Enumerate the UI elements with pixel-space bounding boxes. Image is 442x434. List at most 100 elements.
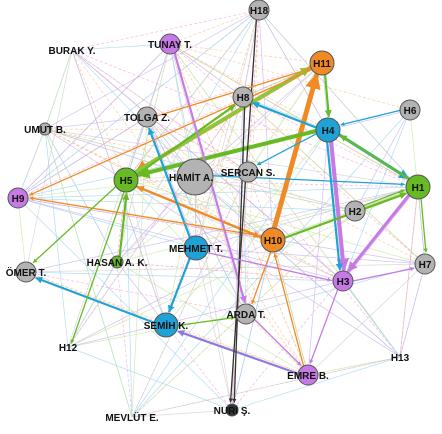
node-emre: EMRE B. <box>287 364 329 386</box>
background-edge <box>146 116 249 173</box>
node-label: ARDA T. <box>226 310 265 321</box>
edge-h6-h4 <box>340 107 411 126</box>
edge-h5-h12 <box>70 180 129 344</box>
background-edge <box>44 9 260 130</box>
node-circle <box>153 312 179 338</box>
main-edges <box>29 9 428 403</box>
node-h1: H1 <box>405 174 431 200</box>
node-arda: ARDA T. <box>226 303 266 325</box>
node-h11: H11 <box>309 50 335 76</box>
background-edge <box>25 263 426 273</box>
edge-h3-h7 <box>342 267 415 284</box>
edge-emre-semih <box>177 330 309 378</box>
background-edge <box>44 116 148 130</box>
node-label: BURAK Y. <box>48 46 95 57</box>
background-edge <box>231 186 419 411</box>
node-circle <box>399 99 421 121</box>
background-edge <box>165 324 233 411</box>
edge-h5-h11 <box>123 66 311 180</box>
node-h12: H12 <box>59 343 78 354</box>
background-edge <box>17 197 356 212</box>
node-label: H12 <box>59 343 78 354</box>
background-edge <box>71 49 249 173</box>
background-edge <box>17 197 344 282</box>
node-sercan: SERCAN S. <box>221 161 275 183</box>
node-label: H10 <box>264 236 283 247</box>
node-circle <box>297 364 319 386</box>
node-circle <box>159 33 181 55</box>
node-label: H18 <box>250 6 269 17</box>
background-edge <box>146 62 323 118</box>
node-circle <box>235 303 257 325</box>
background-edge <box>169 43 401 358</box>
node-label: H6 <box>404 106 417 117</box>
background-edge <box>146 116 247 315</box>
background-edge <box>44 128 344 282</box>
background-edge <box>44 49 73 130</box>
background-edge <box>307 356 401 376</box>
background-edge <box>242 96 419 188</box>
background-edge <box>116 261 344 282</box>
background-edge <box>399 186 419 358</box>
node-label: MEHMET T. <box>169 244 223 255</box>
background-edge <box>146 116 309 376</box>
background-edge <box>307 129 329 376</box>
background-edge <box>272 239 309 376</box>
background-edge <box>131 129 329 418</box>
background-edge <box>131 109 411 418</box>
background-edge <box>195 247 233 411</box>
background-edge <box>44 128 419 188</box>
background-edge <box>116 62 323 263</box>
background-edge <box>71 43 171 51</box>
edge-h1-h4 <box>339 134 421 187</box>
node-label: TUNAY T. <box>148 40 192 51</box>
node-label: H4 <box>322 126 335 137</box>
background-edge <box>342 109 411 282</box>
node-h3: H3 <box>332 270 354 292</box>
edge-h10-h11 <box>268 72 321 242</box>
background-edge <box>17 197 426 265</box>
background-edge <box>125 179 419 188</box>
background-edge <box>44 128 118 263</box>
background-edge <box>116 261 133 418</box>
node-h10: H10 <box>260 227 286 253</box>
background-edge <box>67 346 233 411</box>
node-label: H11 <box>313 59 331 70</box>
node-h2: H2 <box>344 200 366 222</box>
background-edge <box>125 179 167 326</box>
node-circle <box>414 253 436 275</box>
edge-h4-sercan <box>256 127 328 166</box>
background-edge <box>25 271 344 282</box>
node-circle <box>232 86 254 108</box>
edge-h1-h3 <box>347 184 418 272</box>
node-label: TOLGA Z. <box>124 113 170 124</box>
node-circle <box>136 106 158 128</box>
background-edge <box>399 263 426 358</box>
node-label: HAMİT A. <box>169 171 213 184</box>
node-circle <box>260 227 286 253</box>
background-edge <box>169 9 260 45</box>
background-edge <box>17 197 233 411</box>
background-edge <box>44 128 69 348</box>
background-edge <box>131 171 249 418</box>
background-edge <box>17 116 148 199</box>
background-edge <box>17 43 171 199</box>
background-edge <box>242 96 426 265</box>
edge-arda-emre <box>246 311 302 366</box>
edge-hamit-h1 <box>194 174 405 187</box>
background-edge <box>169 43 233 411</box>
edge-h10-h5 <box>136 186 274 243</box>
background-edge <box>195 186 419 249</box>
background-edge <box>194 176 401 358</box>
node-umut: UMUT B. <box>24 122 66 136</box>
node-circle <box>225 403 239 417</box>
edge-h5-omer <box>32 177 126 264</box>
edge-h10-h9 <box>29 196 274 239</box>
background-edge <box>231 9 260 411</box>
node-circle <box>248 0 270 21</box>
background-edge <box>44 128 133 418</box>
edge-emre-h10 <box>273 253 307 377</box>
node-circle <box>15 261 37 283</box>
node-label: H7 <box>419 260 432 271</box>
background-edge <box>245 9 260 315</box>
